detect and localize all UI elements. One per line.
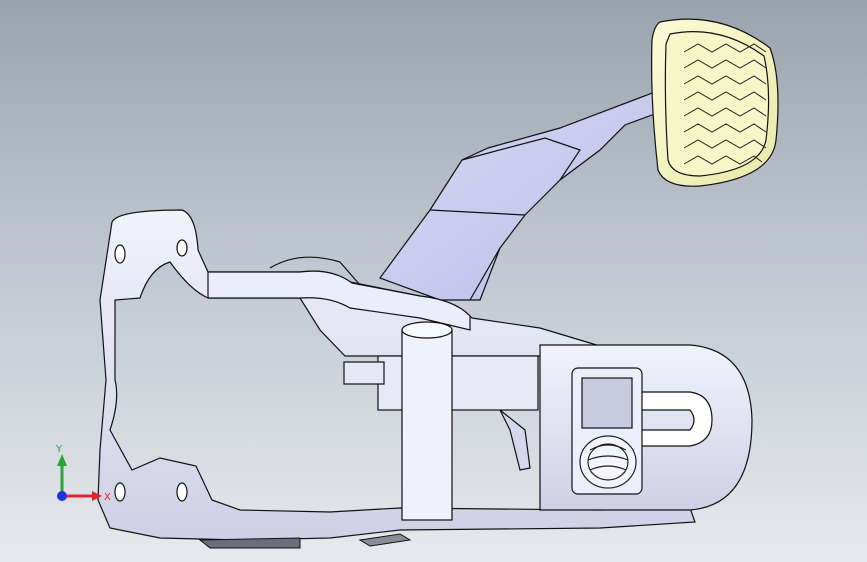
mounting-bracket[interactable]: [97, 209, 696, 541]
x-axis-label: X: [104, 492, 111, 503]
pedal-arm[interactable]: [379, 91, 661, 301]
pad-tread-pattern: [683, 43, 767, 165]
return-spring: [579, 435, 637, 489]
pivot-shaft[interactable]: [343, 321, 539, 521]
x-axis-arrowhead: [92, 491, 102, 501]
bottom-stop: [198, 533, 412, 549]
z-axis-indicator: [57, 491, 67, 501]
pedal-pad[interactable]: [651, 18, 779, 187]
pivot-housing[interactable]: [539, 344, 753, 511]
y-axis-arrowhead: [57, 454, 67, 466]
axis-triad: Y X: [40, 438, 120, 518]
y-axis-label: Y: [55, 444, 63, 455]
